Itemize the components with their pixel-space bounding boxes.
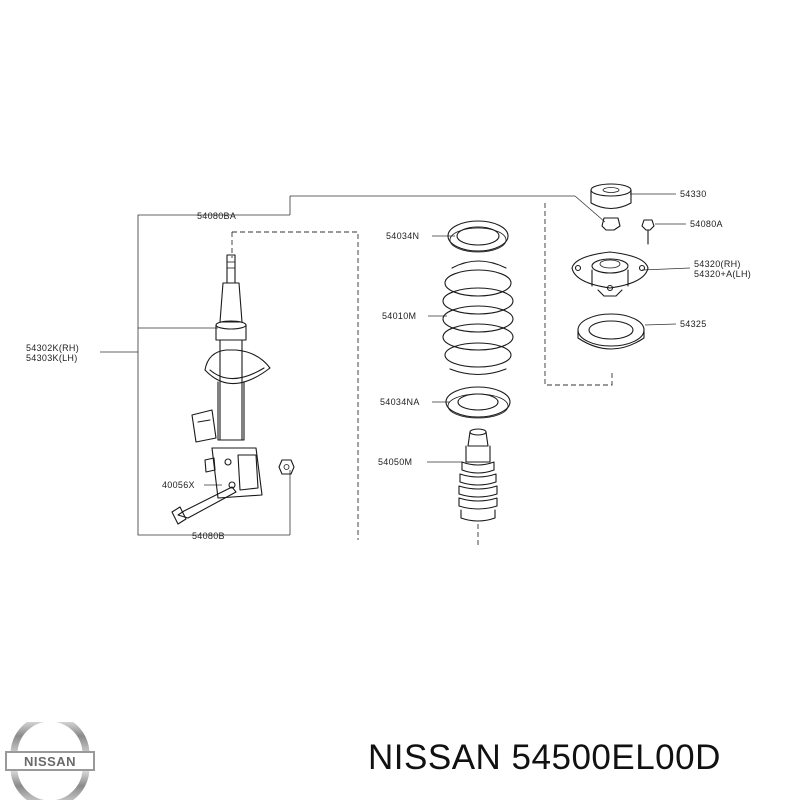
label-54302k-rh: 54302K(RH) bbox=[26, 343, 79, 353]
part-title: NISSAN 54500EL00D bbox=[368, 738, 721, 778]
part-labels: 54080BA 54302K(RH) 54303K(LH) 40056X 540… bbox=[26, 189, 751, 541]
spring-column bbox=[427, 203, 613, 545]
top-mount-column bbox=[571, 183, 691, 350]
label-54303k-lh: 54303K(LH) bbox=[26, 353, 78, 363]
logo-text: NISSAN bbox=[24, 754, 76, 769]
label-54080b: 54080B bbox=[192, 531, 225, 541]
label-40056x: 40056X bbox=[162, 480, 195, 490]
label-54034n: 54034N bbox=[386, 231, 419, 241]
brand-name: NISSAN bbox=[368, 738, 502, 777]
label-54320-rh: 54320(RH) bbox=[694, 259, 741, 269]
label-54080ba: 54080BA bbox=[197, 211, 236, 221]
label-54010m: 54010M bbox=[382, 311, 416, 321]
label-54034na: 54034NA bbox=[380, 397, 420, 407]
nissan-logo: NISSAN bbox=[4, 714, 96, 805]
label-54050m: 54050M bbox=[378, 457, 412, 467]
label-54080a: 54080A bbox=[690, 219, 723, 229]
strut-assembly bbox=[171, 254, 295, 525]
label-54330: 54330 bbox=[680, 189, 707, 199]
part-number: 54500EL00D bbox=[511, 738, 721, 777]
label-54325: 54325 bbox=[680, 319, 707, 329]
label-54320a-lh: 54320+A(LH) bbox=[694, 269, 751, 279]
left-bracket-lines bbox=[100, 195, 606, 540]
